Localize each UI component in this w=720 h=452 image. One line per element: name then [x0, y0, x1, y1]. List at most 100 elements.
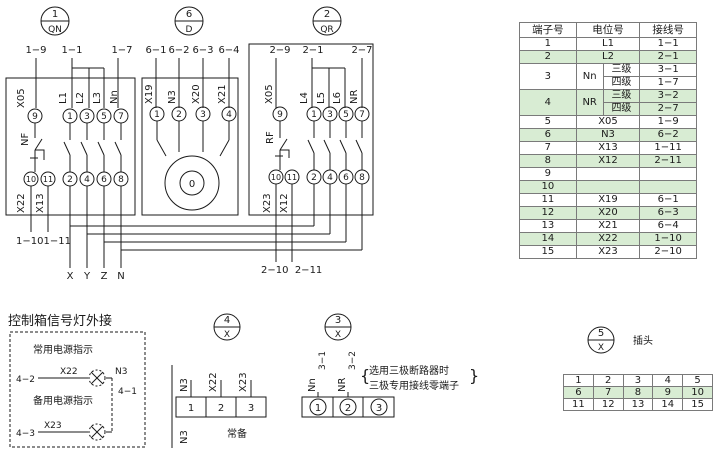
conn4-symbol [213, 313, 241, 341]
bus-label-z: Z [101, 271, 108, 282]
header-wire-no: 接线号 [639, 22, 697, 38]
d-terminal-num: 4 [226, 110, 232, 120]
qr-inner-label: L5 [316, 92, 327, 104]
conn3-col-label: NR [337, 378, 348, 392]
wire-cell: 2−7 [639, 102, 697, 116]
d-number: 6 [186, 9, 192, 20]
d-breaker-symbol [174, 6, 204, 36]
wire-cell: 1−9 [639, 115, 697, 129]
terminal-cell: 7 [519, 141, 577, 155]
qn-terminal-num: 1 [67, 112, 73, 122]
conn5-code: X [598, 343, 604, 353]
plug-pin: 7 [592, 386, 624, 399]
conn4-col-label: X23 [238, 372, 249, 392]
d-inner-label: N3 [167, 90, 178, 104]
qn-terminal-num: 9 [32, 112, 38, 122]
wire-cell: 3−2 [639, 89, 697, 103]
terminal-cell: 10 [519, 180, 577, 194]
wire-cell: 6−2 [639, 128, 697, 142]
conn3-code: X [335, 330, 341, 340]
conn3-note-line2: 三极专用接线零端子 [369, 379, 459, 392]
qn-bottom-label: X13 [35, 193, 46, 213]
qn-contact-label: NF [20, 133, 31, 146]
conn3-wire-label: 3−1 [318, 351, 328, 370]
terminal-cell: 13 [519, 219, 577, 233]
signal-n3: N3 [115, 367, 127, 377]
qn-terminal-num: 4 [84, 175, 90, 185]
qn-breaker-symbol [40, 6, 70, 36]
conn3-open-brace: { [360, 366, 370, 385]
qr-top-label: 2−9 [269, 45, 290, 56]
qn-inner-label: L3 [92, 92, 103, 104]
wire-cell: 1−7 [639, 76, 697, 90]
qr-terminal-num: 4 [327, 173, 333, 183]
qr-terminal-num: 8 [359, 173, 365, 183]
wire-cell: 1−1 [639, 37, 697, 51]
d-block [141, 77, 239, 216]
potential-cell: NR [575, 89, 604, 116]
qn-terminal-num: 7 [118, 112, 124, 122]
qr-inner-label: L4 [299, 92, 310, 104]
potential-cell: X13 [575, 141, 641, 155]
wire-cell: 6−4 [639, 219, 697, 233]
conn3-note-line1: 选用三极断路器时 [369, 364, 449, 377]
plug-pin-table: 1 2 3 4 5 6 7 8 9 10 11 12 13 14 15 [563, 374, 713, 411]
header-terminal-no: 端子号 [519, 22, 577, 38]
terminal-cell: 8 [519, 154, 577, 168]
wire-cell: 6−1 [639, 193, 697, 207]
potential-cell: X23 [575, 245, 641, 259]
potential-cell: X12 [575, 154, 641, 168]
qn-terminal-num: 6 [101, 175, 107, 185]
potential-cell: N3 [575, 128, 641, 142]
qn-terminal-num: 8 [118, 175, 124, 185]
qr-terminal-num: 3 [327, 110, 333, 120]
pole-cell: 四级 [602, 76, 641, 90]
wire-cell: 1−10 [639, 232, 697, 246]
qn-left-outputs: 1−101−11 [16, 236, 71, 247]
qr-block [248, 43, 374, 216]
terminal-cell: 11 [519, 193, 577, 207]
potential-cell [575, 167, 641, 181]
conn3-wire-label: 3−2 [348, 351, 358, 370]
d-inner-label: X19 [144, 84, 155, 104]
terminal-cell: 6 [519, 128, 577, 142]
potential-cell: X20 [575, 206, 641, 220]
wire-cell [639, 167, 697, 181]
signal-x22: X22 [60, 367, 78, 377]
qr-bottom-label: X23 [262, 193, 273, 213]
qn-inner-label: L2 [75, 92, 86, 104]
conn3-cell: 1 [315, 403, 321, 414]
wire-cell: 2−10 [639, 245, 697, 259]
conn3-cell: 3 [376, 403, 382, 414]
wire-cell [639, 180, 697, 194]
plug-pin: 8 [622, 386, 654, 399]
conn3-cell: 2 [345, 403, 351, 414]
qr-breaker-symbol [312, 6, 342, 36]
qr-inner-label: X05 [264, 84, 275, 104]
pole-cell: 三级 [602, 63, 641, 77]
qr-terminal-num: 6 [343, 173, 349, 183]
pole-cell: 四级 [602, 102, 641, 116]
normal-lamp-icon [88, 369, 106, 387]
d-inner-label: X21 [217, 84, 228, 104]
qr-contacts [275, 121, 363, 170]
qn-number: 1 [52, 9, 58, 20]
terminal-cell: 5 [519, 115, 577, 129]
d-terminal-num: 3 [200, 110, 206, 120]
plug-pin: 4 [652, 374, 684, 387]
terminal-cell: 1 [519, 37, 577, 51]
d-lock-glyph: 0 [189, 179, 195, 190]
wire-cell: 1−11 [639, 141, 697, 155]
terminal-cell: 3 [519, 63, 577, 90]
qn-top-label: 1−1 [61, 45, 82, 56]
plug-pin: 5 [682, 374, 713, 387]
potential-cell: Nn [575, 63, 604, 90]
qr-contact-label: RF [265, 131, 276, 144]
d-terminal-num: 1 [154, 110, 160, 120]
qr-terminal-num: 9 [277, 110, 283, 120]
qn-inner-label: X05 [16, 88, 27, 108]
signal-terminal-4-2: 4−2 [16, 375, 35, 385]
qn-contacts [30, 123, 122, 172]
qn-bottom-terminals [23, 171, 129, 187]
qr-top-label: 2−1 [302, 45, 323, 56]
